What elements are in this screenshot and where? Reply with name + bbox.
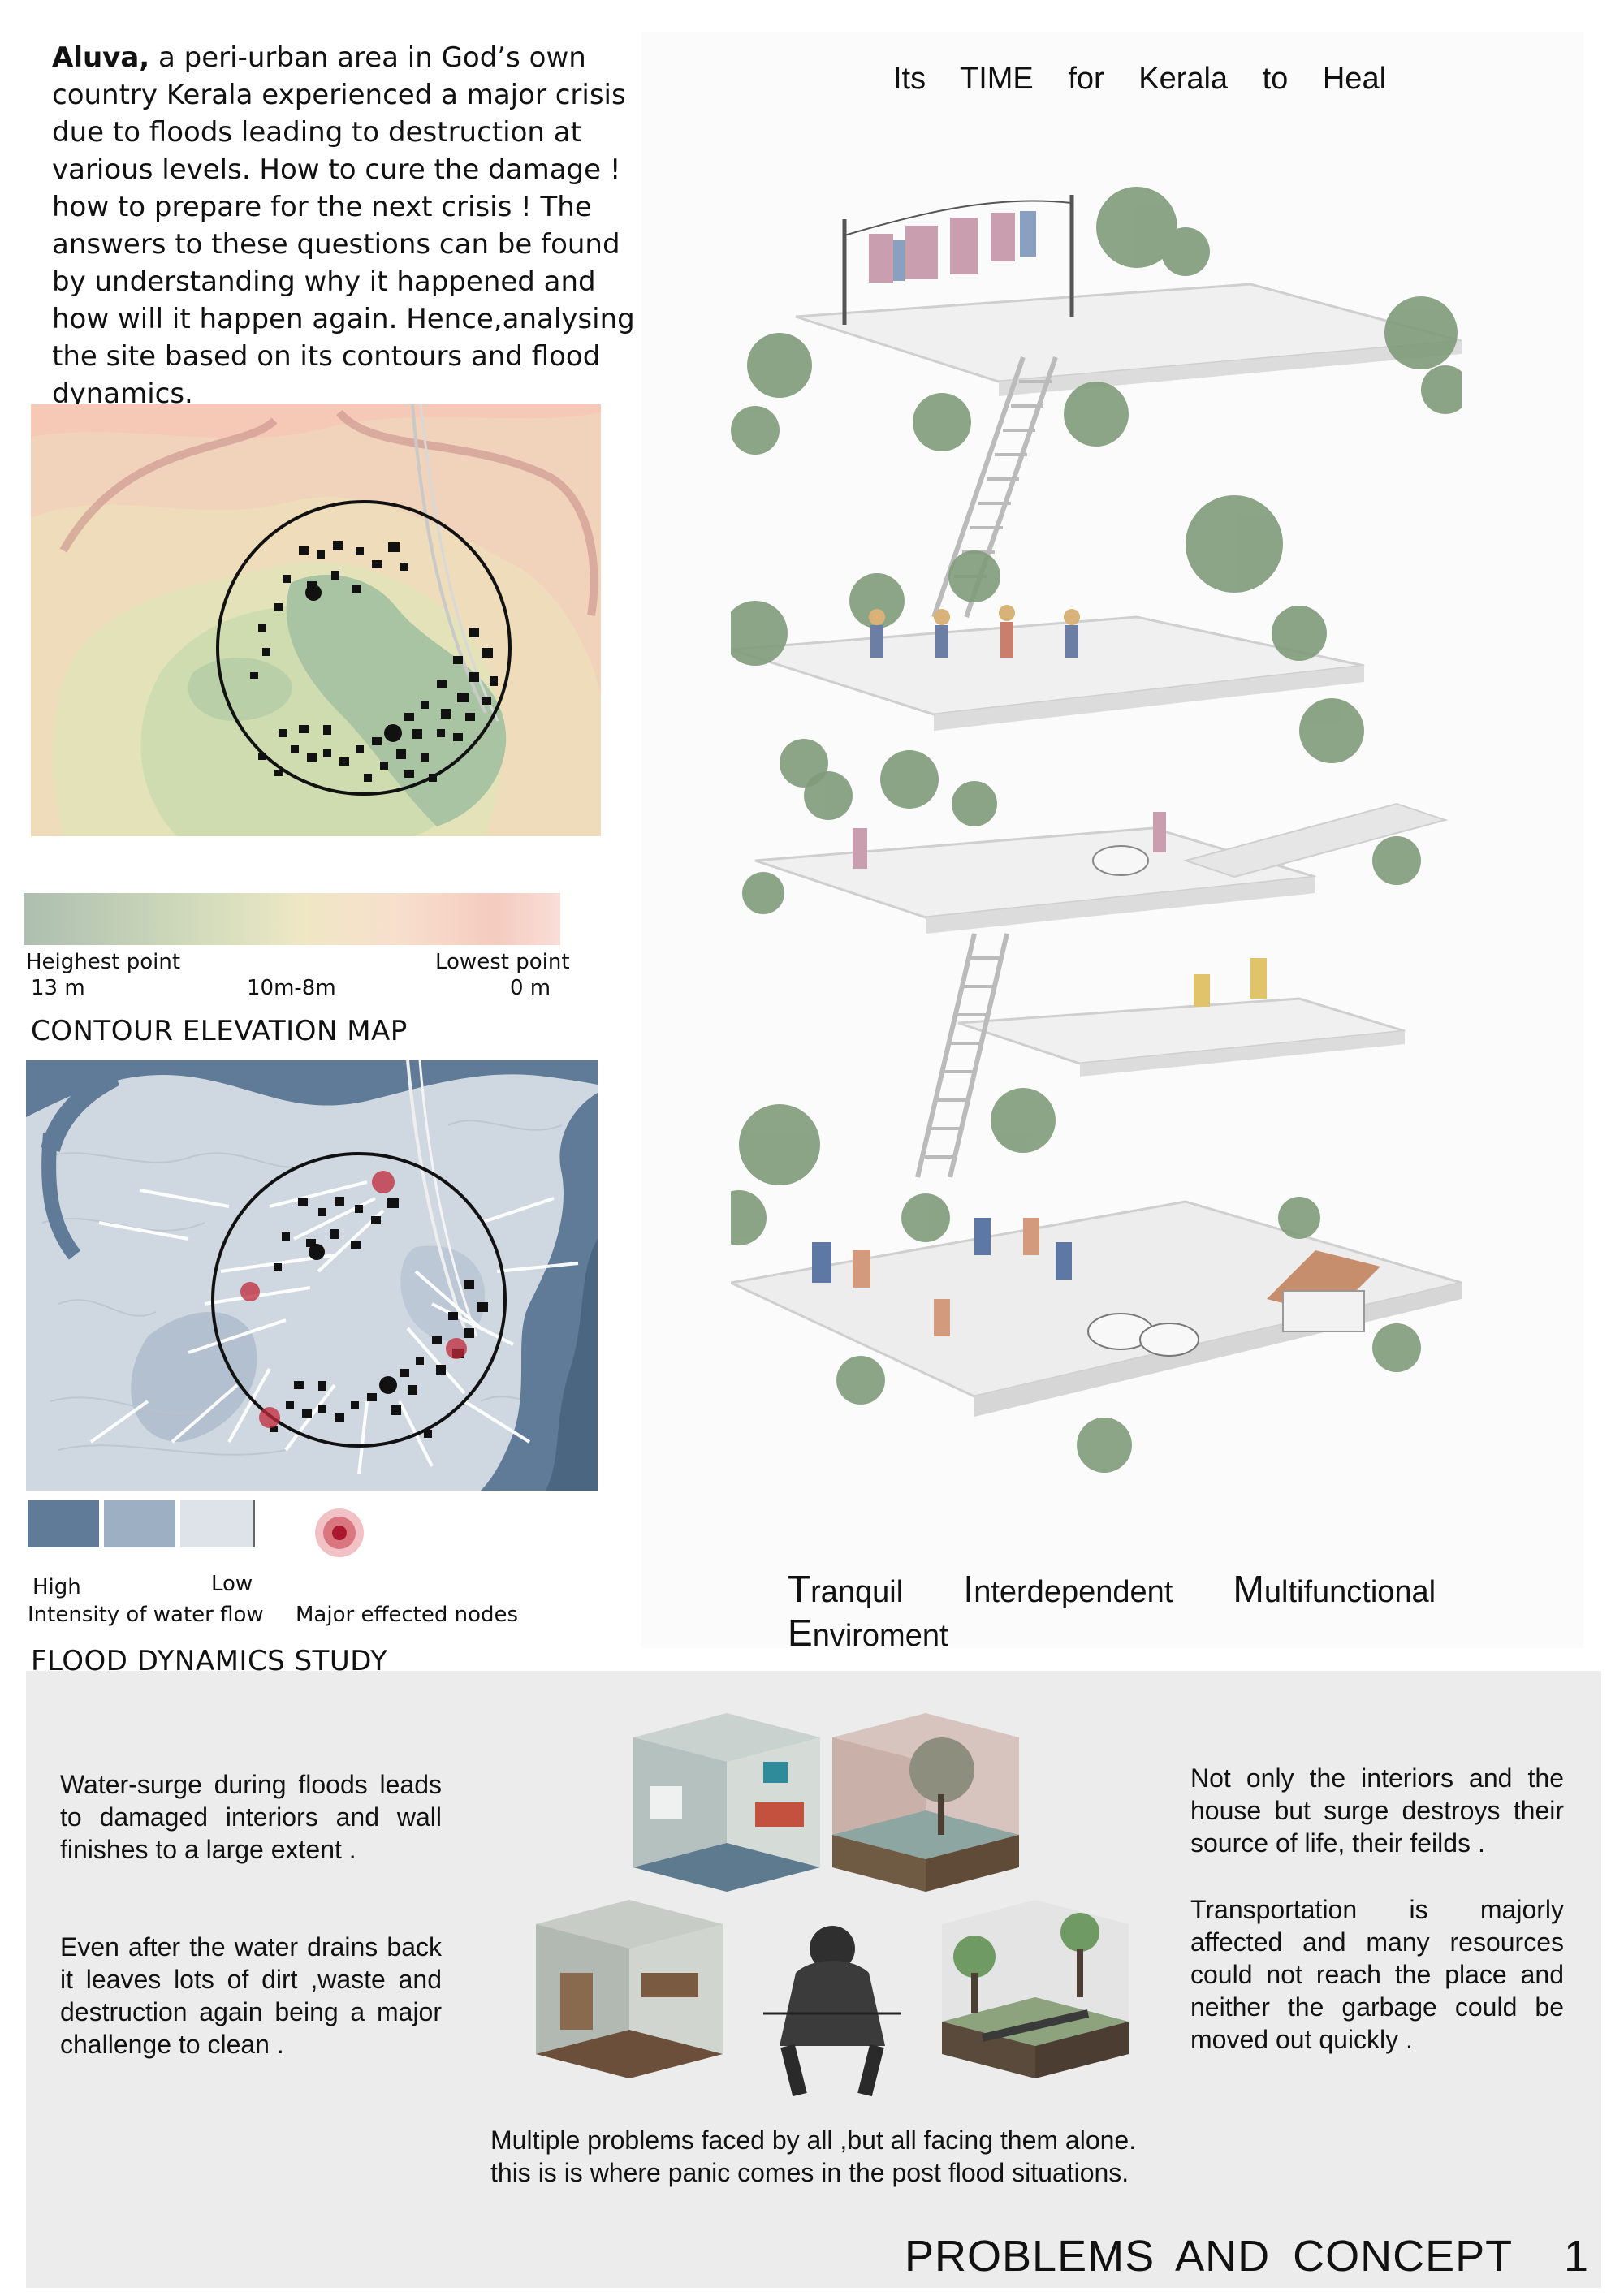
caption-line-2: this is is where panic comes in the post… xyxy=(490,2158,1129,2187)
legend-lowest-label: Lowest point xyxy=(435,950,570,974)
legend-lowest-value: 0 m xyxy=(510,976,551,1000)
page-title: PROBLEMS AND CONCEPT xyxy=(905,2232,1514,2281)
intensity-mid-swatch xyxy=(104,1500,175,1547)
stacked-community-illustration xyxy=(711,162,1470,1559)
right-paragraph-1: Not only the interiors and the house but… xyxy=(1190,1763,1564,1858)
contour-map-title: CONTOUR ELEVATION MAP xyxy=(31,1015,408,1047)
legend-highest-value: 13 m xyxy=(31,976,85,1000)
flood-legend-high: High xyxy=(32,1575,81,1599)
contour-elevation-map xyxy=(31,404,601,836)
intensity-high-swatch xyxy=(28,1500,99,1547)
legend-highest-label: Heighest point xyxy=(26,950,181,974)
concept-tagline: Tranquil Interdependent Multifunctional … xyxy=(788,1567,1583,1655)
despair-figure xyxy=(763,1926,901,2097)
legend-middle-value: 10m-8m xyxy=(247,976,336,1000)
intro-lead: Aluva, xyxy=(52,41,150,74)
concept-headline: Its TIME for Kerala to Heal xyxy=(893,62,1387,96)
left-paragraph-1: Water-surge during floods leads to damag… xyxy=(60,1770,442,1864)
tagline-word-2: Interdependent xyxy=(963,1568,1173,1610)
tagline-word-4: Enviroment xyxy=(788,1612,948,1654)
elevation-legend-bar xyxy=(24,893,560,945)
right-paragraph-2: Transportation is majorly affected and m… xyxy=(1190,1895,1564,2054)
caption-line-1: Multiple problems faced by all ,but all … xyxy=(490,2126,1137,2155)
left-paragraph-2: Even after the water drains back it leav… xyxy=(60,1932,442,2059)
flood-dynamics-map xyxy=(26,1060,598,1491)
concept-illustration-panel: Its TIME for Kerala to Heal xyxy=(641,32,1583,1654)
affected-node-icon xyxy=(313,1507,365,1559)
flood-legend-nodes: Major effected nodes xyxy=(296,1603,519,1627)
flood-legend-low: Low xyxy=(211,1572,253,1596)
tagline-word-3: Multifunctional xyxy=(1233,1568,1436,1610)
page-number: 1 xyxy=(1564,2232,1590,2281)
intro-text: a peri-urban area in God’s own country K… xyxy=(52,41,635,410)
intro-paragraph: Aluva, a peri-urban area in God’s own co… xyxy=(52,39,637,412)
tagline-word-1: Tranquil xyxy=(788,1568,904,1610)
flood-legend-intensity: Intensity of water flow xyxy=(28,1603,264,1627)
flood-damage-illustration xyxy=(520,1713,1145,2119)
intensity-low-swatch xyxy=(180,1500,255,1547)
